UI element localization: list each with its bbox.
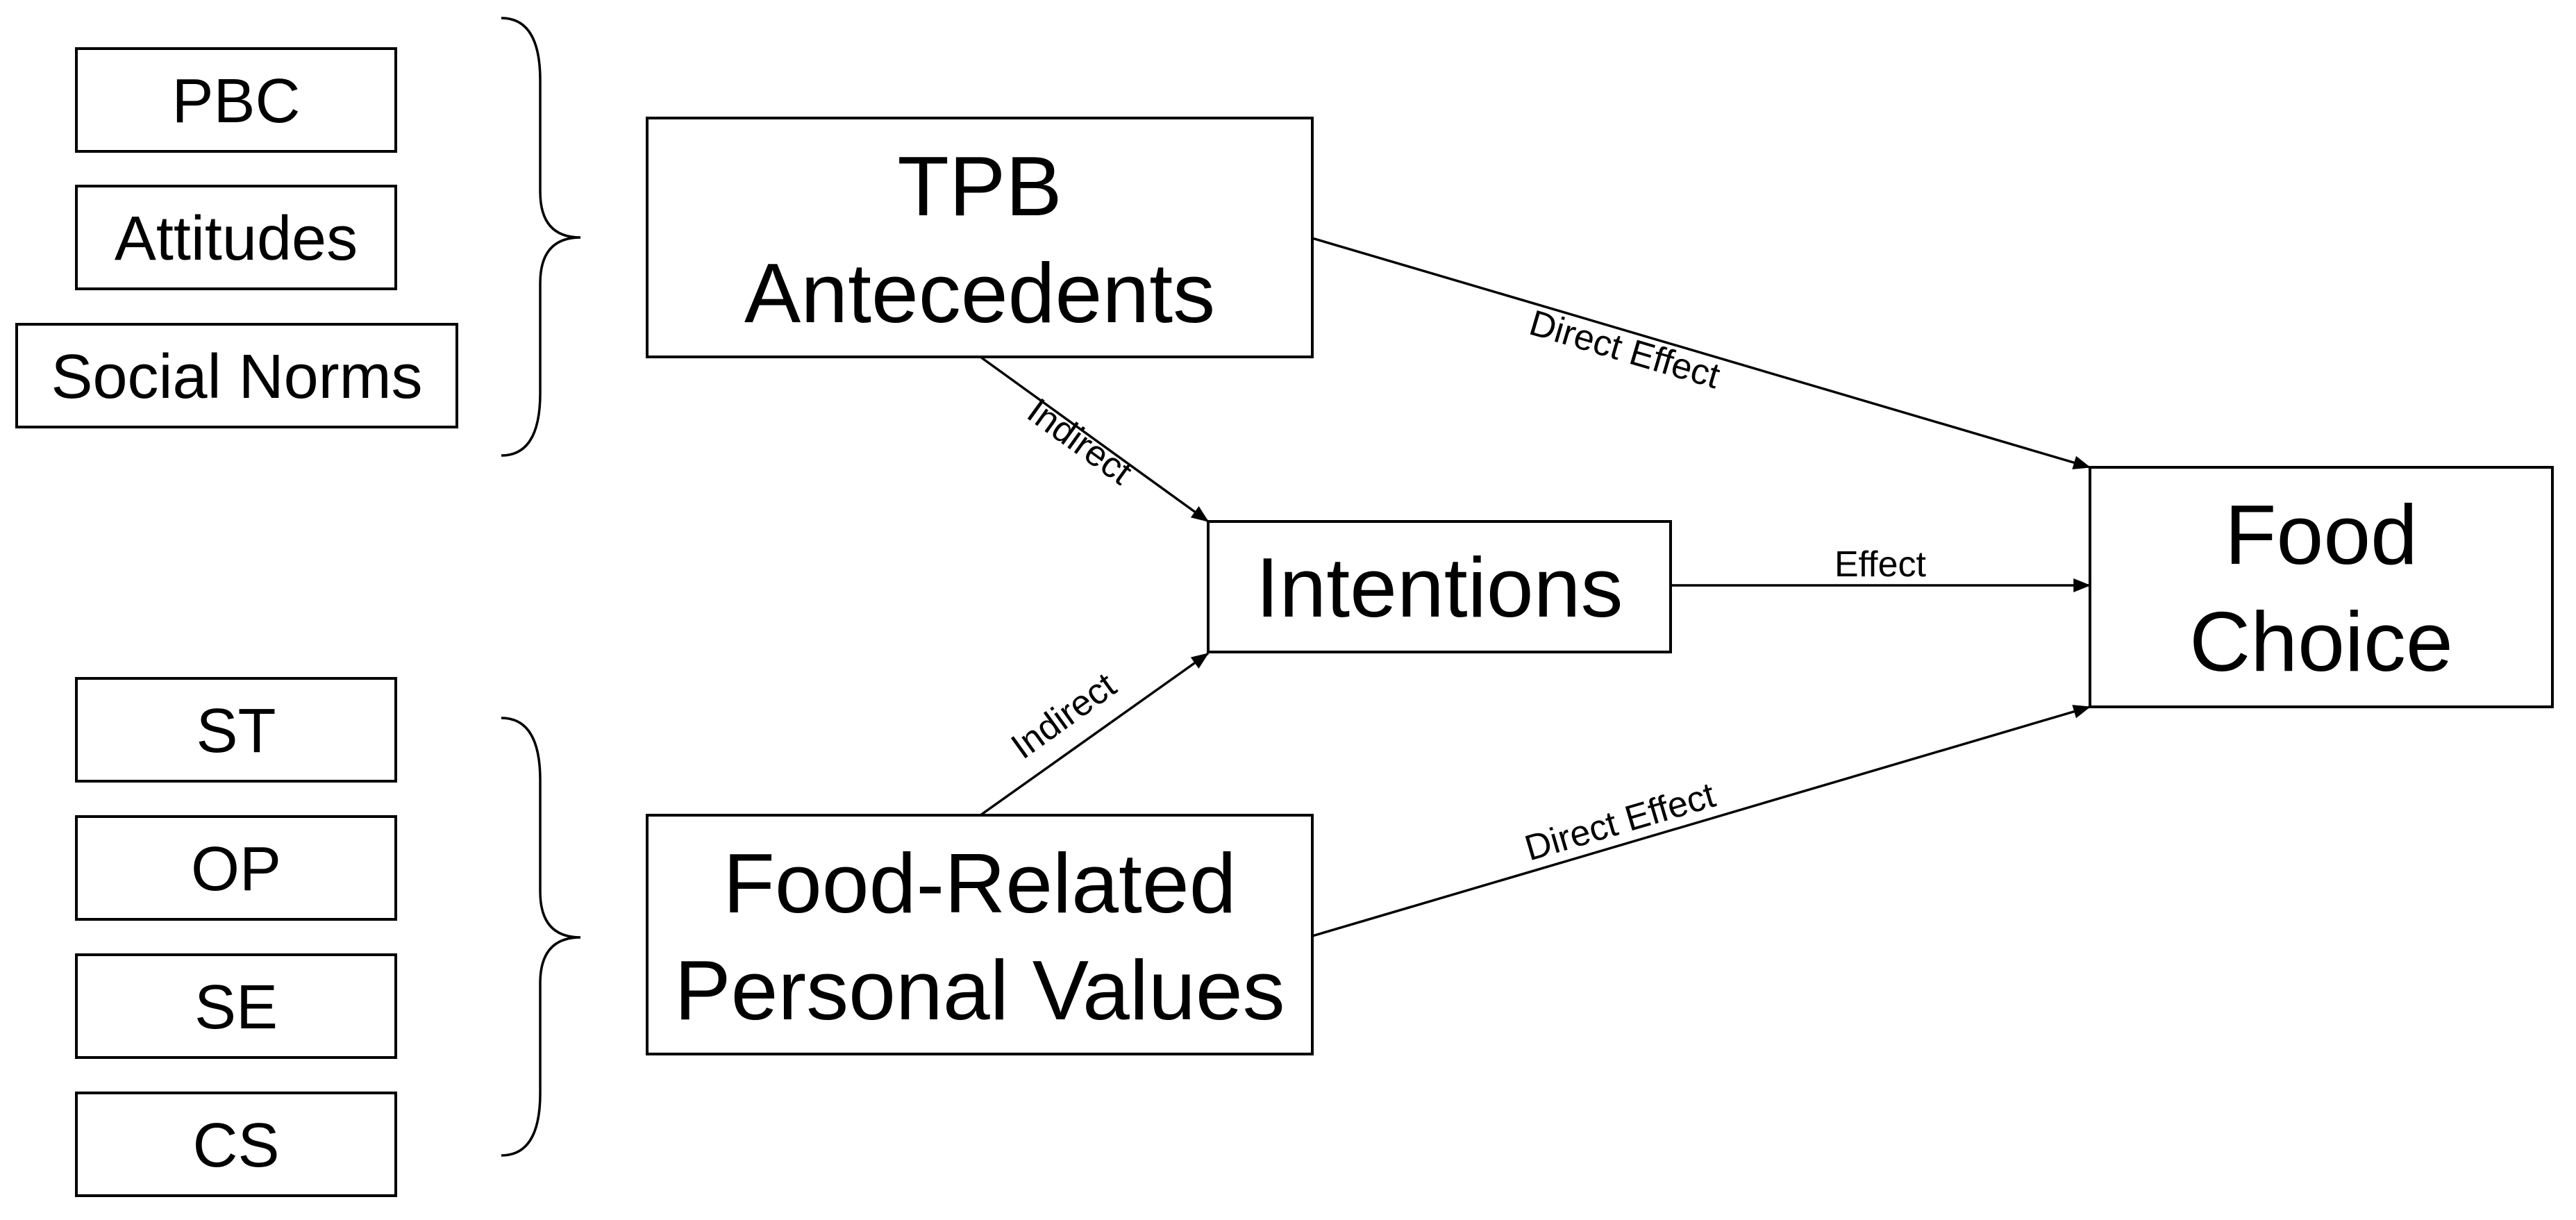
pbc-box: PBC — [75, 47, 397, 153]
st-box: ST — [75, 677, 397, 783]
intentions-box: Intentions — [1207, 520, 1672, 653]
attitudes-box: Attitudes — [75, 185, 397, 290]
label-tpb-to-intentions: Indirect — [1020, 391, 1140, 493]
food-choice-label-line1: Food — [2225, 487, 2418, 582]
values-group-brace — [501, 717, 581, 1157]
social-norms-box: Social Norms — [15, 323, 458, 428]
edge-values-to-choice — [1312, 705, 2091, 937]
cs-label: CS — [192, 1111, 279, 1180]
pbc-label: PBC — [172, 67, 300, 136]
edge-tpb-to-intentions — [979, 356, 1210, 523]
op-label: OP — [191, 835, 281, 904]
tpb-component-boxes: PBC Attitudes Social Norms — [15, 47, 458, 428]
values-label-line1: Food-Related — [723, 836, 1236, 930]
label-tpb-to-choice: Direct Effect — [1525, 303, 1725, 396]
edges — [979, 237, 2091, 937]
tpb-label-line1: TPB — [897, 139, 1062, 233]
tpb-label-line2: Antecedents — [744, 246, 1215, 340]
label-values-to-choice: Direct Effect — [1521, 775, 1721, 869]
edge-tpb-to-choice — [1312, 237, 2091, 469]
food-related-personal-values-box: Food-Related Personal Values — [646, 814, 1314, 1055]
edge-values-to-intentions — [979, 652, 1210, 817]
values-label-line2: Personal Values — [674, 943, 1285, 1037]
food-choice-box: Food Choice — [2089, 466, 2554, 708]
food-choice-label-line2: Choice — [2189, 594, 2453, 689]
intentions-label: Intentions — [1255, 540, 1623, 635]
tpb-group-brace — [501, 17, 581, 457]
social-norms-label: Social Norms — [51, 342, 422, 412]
tpb-antecedents-box: TPB Antecedents — [646, 117, 1314, 358]
value-component-boxes: ST OP SE CS — [75, 677, 397, 1197]
st-label: ST — [196, 696, 276, 766]
se-label: SE — [194, 973, 278, 1042]
se-box: SE — [75, 953, 397, 1059]
label-intentions-to-choice: Effect — [1834, 544, 1927, 585]
op-box: OP — [75, 815, 397, 921]
label-values-to-intentions: Indirect — [1004, 665, 1124, 767]
attitudes-label: Attitudes — [115, 204, 358, 274]
cs-box: CS — [75, 1092, 397, 1197]
